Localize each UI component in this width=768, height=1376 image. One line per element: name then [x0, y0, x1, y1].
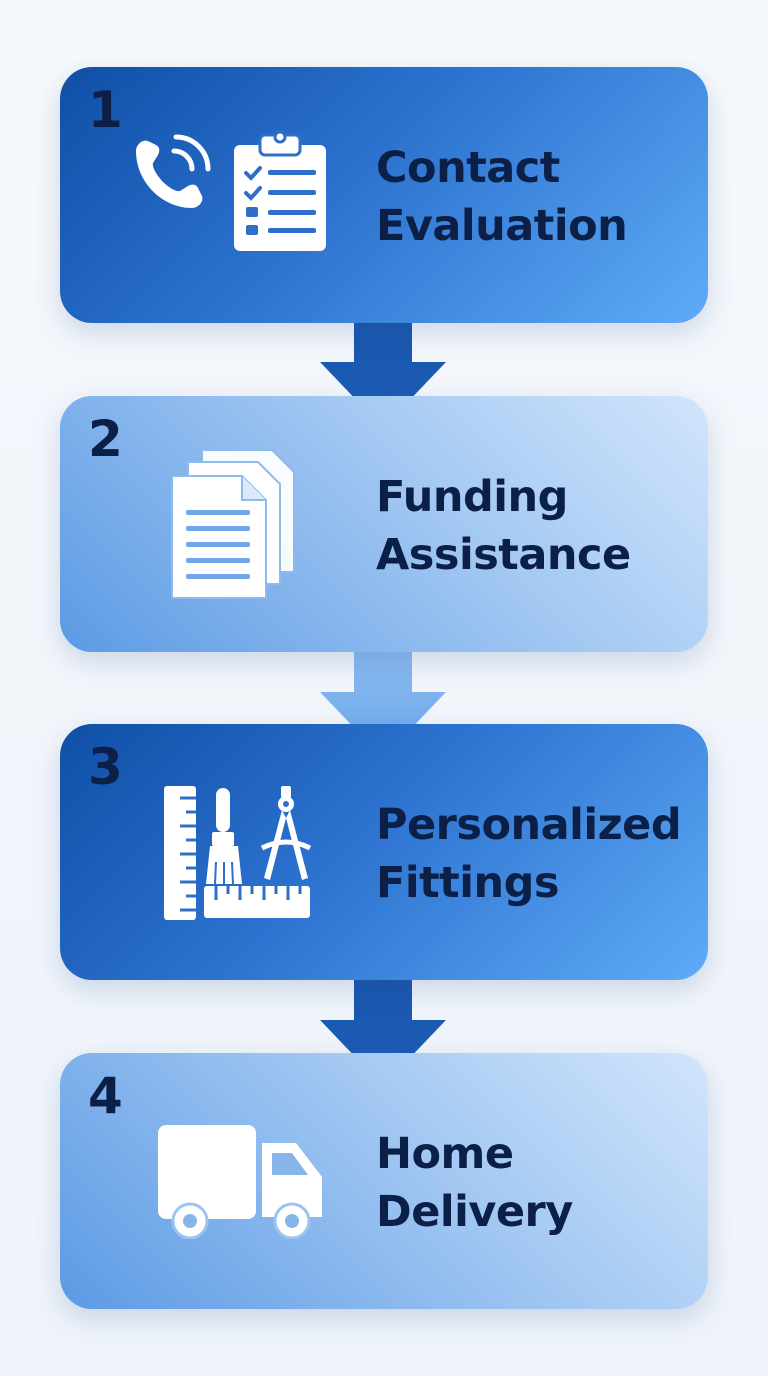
step-number: 3 [88, 738, 123, 796]
ruler-icon [162, 784, 198, 922]
phone-icon [122, 129, 218, 225]
step-title-line-1: Home [376, 1129, 514, 1179]
step-title-line-1: Contact [376, 143, 560, 193]
step-title-line-1: Funding [376, 472, 568, 522]
step-title: Contact Evaluation [376, 139, 628, 255]
step-title-line-2: Assistance [376, 530, 631, 580]
step-number: 4 [88, 1067, 123, 1125]
step-card-1: 1 Contact [60, 67, 708, 323]
brush-icon [202, 788, 246, 888]
step-number: 2 [88, 410, 123, 468]
step-card-4: 4 Home Delivery [60, 1053, 708, 1309]
step-card-3: 3 [60, 724, 708, 980]
compass-icon [256, 786, 316, 886]
step-title-line-2: Fittings [376, 858, 559, 908]
step-title: Personalized Fittings [376, 796, 682, 912]
horizontal-ruler-icon [204, 882, 312, 920]
step-number: 1 [88, 81, 123, 139]
step-title-line-2: Evaluation [376, 201, 628, 251]
documents-icon [168, 446, 298, 602]
step-title: Home Delivery [376, 1125, 573, 1241]
delivery-truck-icon [156, 1125, 326, 1239]
step-title-line-2: Delivery [376, 1187, 573, 1237]
step-card-2: 2 Funding Assistance [60, 396, 708, 652]
clipboard-checklist-icon [232, 129, 328, 255]
step-title: Funding Assistance [376, 468, 631, 584]
step-title-line-1: Personalized [376, 800, 682, 850]
